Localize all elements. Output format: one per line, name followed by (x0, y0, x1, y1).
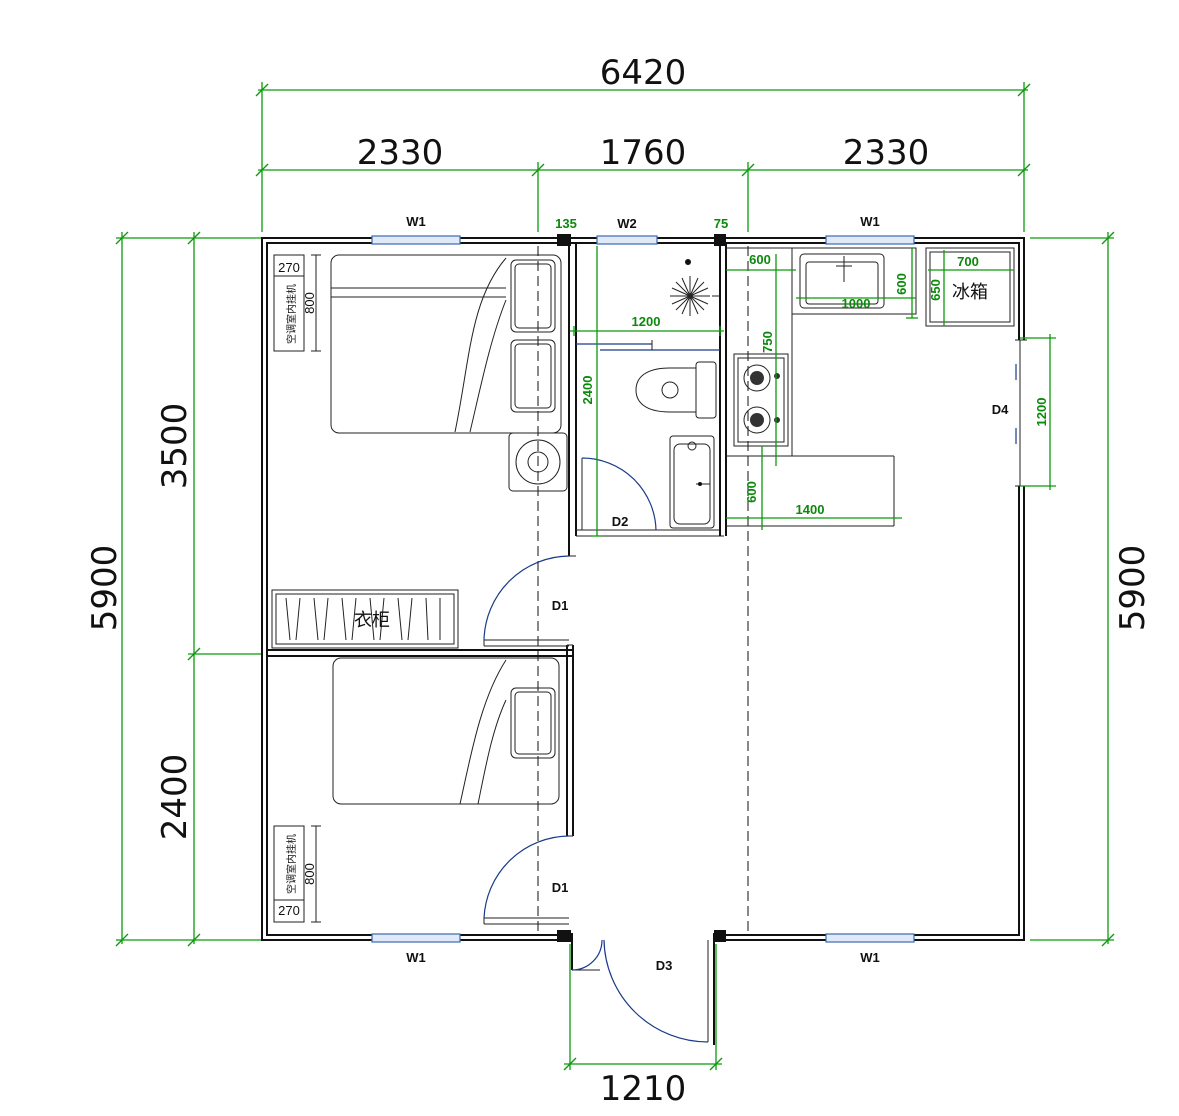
bath-height-2400-label: 2400 (580, 376, 595, 405)
wardrobe-label: 衣柜 (354, 610, 390, 631)
door-d1-lower-label: D1 (552, 880, 569, 895)
sink-1000-label: 1000 (842, 296, 871, 311)
counter-1400-label: 1400 (796, 502, 825, 517)
kitchen-600-top-label: 600 (749, 252, 771, 267)
entry-width-label: 1210 (600, 1069, 687, 1109)
ac-270-upper: 270 (278, 260, 300, 275)
window-w1-top-left (371, 235, 461, 245)
window-w1-top-right (825, 235, 915, 245)
shower-head (670, 259, 720, 316)
window-w1-bottom-left (371, 933, 461, 943)
fridge-label: 冰箱 (952, 282, 988, 303)
sink-600-label: 600 (894, 273, 909, 295)
ac-270-lower: 270 (278, 903, 300, 918)
left-dimensions: 5900 3500 2400 (85, 231, 262, 947)
toilet (635, 361, 717, 419)
window-w1-bottom-right (825, 933, 915, 943)
right-height-label: 5900 (1113, 545, 1153, 632)
entry-dimension: 1210 (563, 944, 723, 1109)
middle-width-label: 1760 (600, 133, 687, 173)
fridge-650-label: 650 (928, 279, 943, 301)
bathroom-dimensions: 135 75 1200 2400 (555, 216, 728, 537)
window-w2-top (596, 235, 658, 245)
fridge-700-label: 700 (957, 254, 979, 269)
bathroom-fixtures (635, 259, 720, 529)
d4-1200-label: 1200 (1034, 398, 1049, 427)
interior-walls (267, 243, 727, 837)
door-d1-upper-label: D1 (552, 598, 569, 613)
doors: D1 D1 D2 D3 D4 (483, 364, 1017, 1043)
door-d2-label: D2 (612, 514, 629, 529)
w1-label-top-right: W1 (860, 214, 880, 229)
ac-unit-upper: 270 空调室内挂机 800 (273, 254, 321, 352)
door-d3-label: D3 (656, 958, 673, 973)
w1-label-top-left: W1 (406, 214, 426, 229)
left-width-label: 2330 (357, 133, 444, 173)
ac-unit-lower: 270 空调室内挂机 800 (273, 825, 321, 923)
wall-135-label: 135 (555, 216, 577, 231)
upper-bed (330, 254, 568, 492)
w1-label-bottom-left: W1 (406, 950, 426, 965)
outer-walls (261, 234, 1027, 1045)
ac-unit-lower-label: 空调室内挂机 (285, 834, 298, 894)
ac-800-upper: 800 (302, 292, 317, 314)
stove-750-label: 750 (760, 331, 775, 353)
stove (733, 353, 789, 447)
lower-bed (332, 657, 560, 805)
w1-label-bottom-right: W1 (860, 950, 880, 965)
ac-800-lower: 800 (302, 863, 317, 885)
windows: W1 W2 W1 W1 W1 (371, 214, 915, 965)
total-width-label: 6420 (600, 53, 687, 93)
right-dimensions: 5900 (1030, 231, 1153, 947)
left-lower-height-label: 2400 (155, 754, 195, 841)
wall-75-label: 75 (714, 216, 728, 231)
w2-label-top: W2 (617, 216, 637, 231)
left-total-height-label: 5900 (85, 545, 125, 632)
bath-width-1200-label: 1200 (632, 314, 661, 329)
right-width-label: 2330 (843, 133, 930, 173)
kitchen: 冰箱 600 1000 600 700 650 750 (726, 247, 1056, 530)
ac-unit-upper-label: 空调室内挂机 (285, 284, 298, 344)
counter-600-label: 600 (744, 481, 759, 503)
wardrobe: 衣柜 (271, 589, 459, 649)
door-d4-label: D4 (992, 402, 1009, 417)
left-upper-height-label: 3500 (155, 403, 195, 490)
top-dimensions: 6420 2330 1760 2330 (255, 53, 1031, 232)
bathroom-sink (669, 435, 715, 529)
